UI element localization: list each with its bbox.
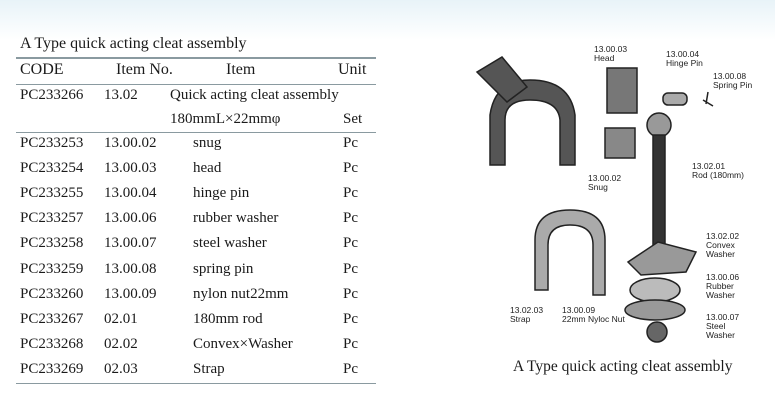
main-item-no: 13.02 — [104, 87, 138, 103]
row-item: head — [193, 160, 222, 177]
row-item: 180mm rod — [193, 310, 263, 327]
part-name: Head — [594, 53, 615, 63]
row-code: PC233258 — [20, 235, 84, 252]
row-unit: Pc — [343, 310, 358, 327]
row-item: snug — [193, 135, 222, 151]
row-unit: Pc — [343, 185, 358, 202]
row-item: spring pin — [193, 260, 254, 277]
row-item: hinge pin — [193, 185, 250, 202]
row-code: PC233259 — [20, 260, 84, 277]
row-unit: Pc — [343, 285, 358, 302]
main-code: PC233266 — [20, 87, 84, 103]
row-item-no: 13.00.09 — [104, 285, 157, 302]
part-number: 13.00.04 — [666, 49, 700, 59]
divider — [16, 57, 376, 59]
header-code: CODE — [20, 61, 64, 78]
hinge-drawing — [475, 56, 529, 103]
row-code: PC233257 — [20, 210, 84, 227]
part-name: Steel Washer — [706, 321, 735, 340]
row-item-no: 13.00.06 — [104, 210, 157, 227]
rubber-washer-drawing — [629, 277, 681, 303]
row-item-no: 13.00.02 — [104, 135, 157, 151]
row-unit: Pc — [343, 335, 358, 352]
part-name: Spring Pin — [713, 80, 753, 90]
spring-pin-drawing — [702, 91, 714, 107]
row-code: PC233255 — [20, 185, 84, 202]
convex-washer-drawing — [626, 241, 698, 276]
part-name: Rubber Washer — [706, 281, 735, 300]
row-item: rubber washer — [193, 210, 279, 227]
row-code: PC233269 — [20, 360, 84, 377]
main-unit: Set — [343, 111, 363, 127]
row-code: PC233268 — [20, 335, 84, 352]
header-unit: Unit — [338, 61, 367, 78]
part-number: 13.00.06 — [706, 272, 740, 282]
part-number: 13.00.09 — [562, 305, 596, 315]
row-item-no: 13.00.08 — [104, 260, 157, 277]
row-code: PC233253 — [20, 135, 84, 151]
strap-drawing — [534, 209, 606, 296]
row-item: Convex×Washer — [193, 335, 293, 352]
row-item-no: 02.03 — [104, 360, 138, 377]
row-code: PC233254 — [20, 160, 84, 177]
nut-drawing — [646, 321, 668, 343]
rod-drawing — [652, 134, 666, 246]
row-item: nylon nut22mm — [193, 285, 289, 302]
row-item: steel washer — [193, 235, 267, 252]
part-name: Strap — [510, 314, 531, 324]
row-unit: Pc — [343, 210, 358, 227]
part-name: Rod (180mm) — [692, 170, 744, 180]
part-number: 13.02.01 — [692, 161, 726, 171]
main-item-line2: 180mmL×22mmφ — [170, 111, 281, 127]
divider — [16, 132, 376, 133]
part-name: 22mm Nyloc Nut — [562, 314, 625, 324]
part-number: 13.02.02 — [706, 231, 740, 241]
snug-drawing — [604, 127, 636, 159]
row-item-no: 13.00.04 — [104, 185, 157, 202]
header-gradient — [0, 0, 775, 40]
table-title: A Type quick acting cleat assembly — [20, 35, 247, 52]
rod-eye-drawing — [646, 112, 672, 138]
row-unit: Pc — [343, 360, 358, 377]
main-item: Quick acting cleat assembly — [170, 87, 339, 103]
row-code: PC233260 — [20, 285, 84, 302]
row-unit: Pc — [343, 235, 358, 252]
row-item-no: 02.02 — [104, 335, 138, 352]
row-unit: Pc — [343, 135, 358, 151]
header-item-no: Item No. — [116, 61, 173, 78]
row-item: Strap — [193, 360, 225, 377]
part-name: Convex Washer — [706, 240, 735, 259]
steel-washer-drawing — [624, 299, 686, 321]
row-item-no: 02.01 — [104, 310, 138, 327]
head-drawing — [606, 67, 638, 114]
hinge-pin-drawing — [662, 92, 688, 106]
part-number: 13.00.03 — [594, 44, 628, 54]
part-number: 13.00.08 — [713, 71, 747, 81]
row-item-no: 13.00.03 — [104, 160, 157, 177]
divider — [16, 84, 376, 85]
row-code: PC233267 — [20, 310, 84, 327]
part-name: Snug — [588, 182, 608, 192]
row-item-no: 13.00.07 — [104, 235, 157, 252]
row-unit: Pc — [343, 260, 358, 277]
part-number: 13.00.02 — [588, 173, 622, 183]
part-number: 13.00.07 — [706, 312, 740, 322]
diagram-caption: A Type quick acting cleat assembly — [513, 358, 733, 375]
part-name: Hinge Pin — [666, 58, 703, 68]
header-item: Item — [226, 61, 256, 78]
divider — [16, 383, 376, 384]
row-unit: Pc — [343, 160, 358, 177]
part-number: 13.02.03 — [510, 305, 544, 315]
